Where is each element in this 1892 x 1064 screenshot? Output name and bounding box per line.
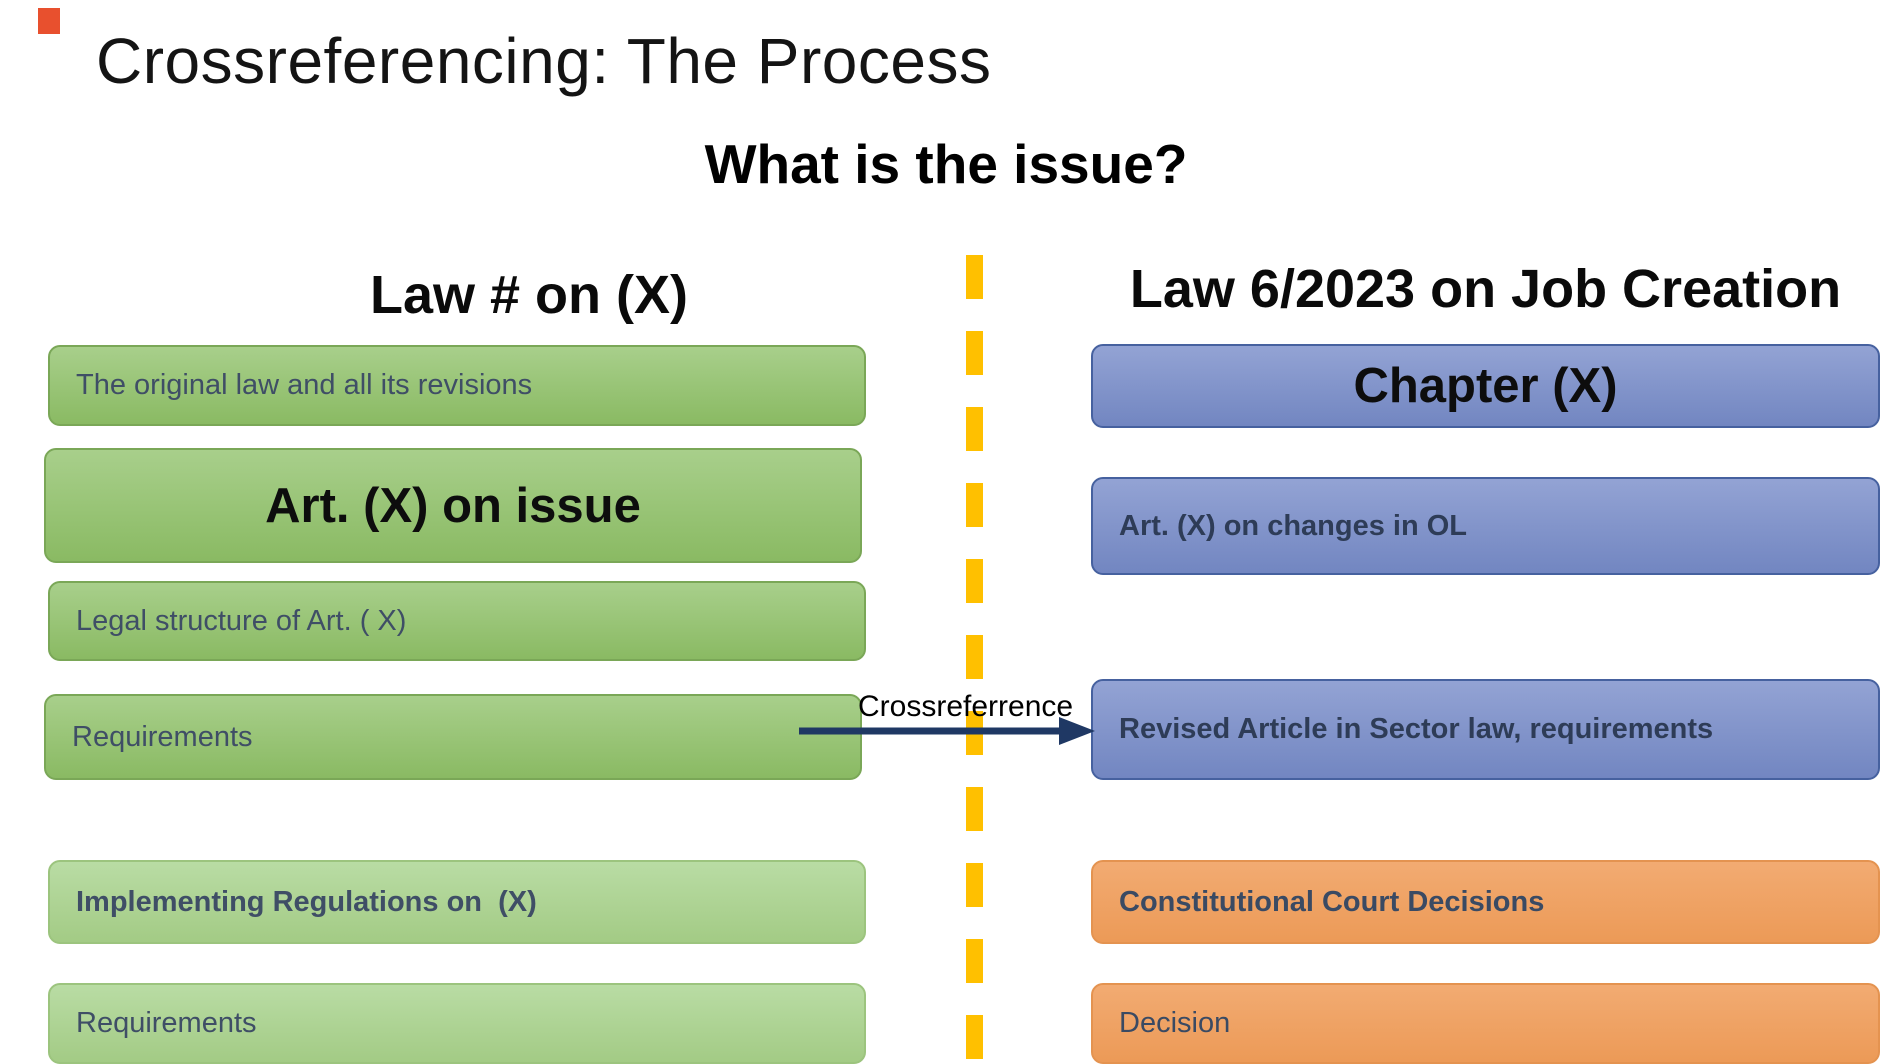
- box-original-law: The original law and all its revisions: [48, 345, 866, 426]
- left-column-header: Law # on (X): [369, 265, 688, 325]
- box-requirements-1: Requirements: [44, 694, 862, 780]
- crossreference-arrow-icon: [799, 717, 1095, 745]
- dashed-divider-line: [966, 255, 983, 1064]
- crossreference-label: Crossreferrence: [858, 690, 1074, 723]
- box-implementing-regulations: Implementing Regulations on (X): [48, 860, 866, 944]
- box-decision: Decision: [1091, 983, 1880, 1064]
- box-art-x-on-issue: Art. (X) on issue: [44, 448, 862, 563]
- box-requirements-2: Requirements: [48, 983, 866, 1064]
- box-constitutional-court-decisions: Constitutional Court Decisions: [1091, 860, 1880, 944]
- box-legal-structure: Legal structure of Art. ( X): [48, 581, 866, 661]
- corner-accent-shape: [38, 8, 60, 34]
- box-chapter-x: Chapter (X): [1091, 344, 1880, 428]
- slide-subtitle: What is the issue?: [704, 133, 1188, 195]
- page-title: Crossreferencing: The Process: [96, 25, 992, 97]
- box-art-x-changes-ol: Art. (X) on changes in OL: [1091, 477, 1880, 575]
- right-column-header: Law 6/2023 on Job Creation: [1129, 259, 1842, 319]
- box-revised-article: Revised Article in Sector law, requireme…: [1091, 679, 1880, 780]
